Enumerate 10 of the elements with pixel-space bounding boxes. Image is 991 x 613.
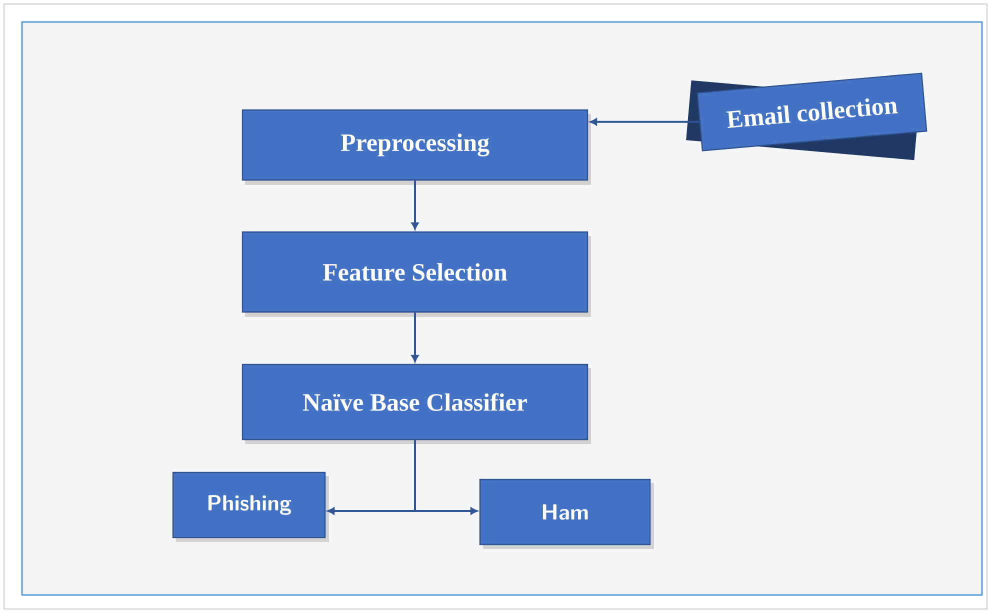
process-box: Preprocessing	[242, 109, 591, 185]
arrow	[414, 440, 478, 515]
arrow	[411, 312, 419, 362]
3d-box: Email collection	[686, 72, 928, 160]
process-box: Naïve Base Classifier	[242, 364, 591, 444]
process-box: Feature Selection	[242, 231, 591, 317]
output-box: Phishing	[172, 472, 329, 542]
arrow	[411, 180, 419, 230]
output-box: Ham	[479, 478, 654, 549]
arrow	[590, 118, 700, 126]
